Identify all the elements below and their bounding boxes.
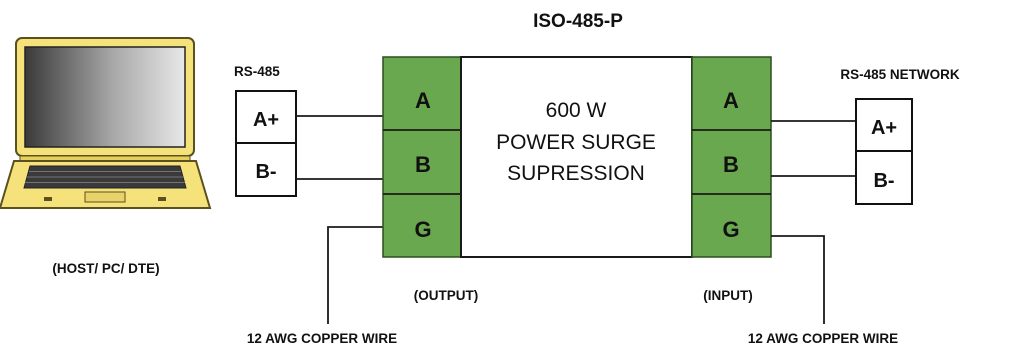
left-port-b: B bbox=[415, 152, 431, 177]
left-connector-label: RS-485 bbox=[234, 64, 280, 79]
left-port-a: A bbox=[415, 88, 431, 113]
left-terminal-a-plus: A+ bbox=[253, 109, 279, 131]
right-port-a: A bbox=[723, 88, 739, 113]
right-terminal-b-minus: B- bbox=[873, 170, 894, 192]
device-line-3: SUPRESSION bbox=[507, 162, 645, 185]
host-label: (HOST/ PC/ DTE) bbox=[52, 261, 159, 276]
input-side-label: (INPUT) bbox=[703, 288, 753, 303]
left-terminal-b-minus: B- bbox=[255, 161, 276, 183]
ground-wire-right-label: 12 AWG COPPER WIRE bbox=[748, 331, 898, 346]
device-line-2: POWER SURGE bbox=[496, 131, 656, 154]
left-terminal-strip bbox=[382, 56, 462, 258]
left-wires bbox=[296, 115, 383, 324]
right-port-g: G bbox=[722, 217, 739, 242]
right-wires bbox=[771, 120, 856, 324]
right-terminal-a-plus: A+ bbox=[871, 117, 897, 139]
right-port-b: B bbox=[723, 152, 739, 177]
output-side-label: (OUTPUT) bbox=[414, 288, 479, 303]
right-connector-label: RS-485 NETWORK bbox=[840, 67, 960, 82]
device-line-1: 600 W bbox=[546, 99, 607, 122]
surge-suppressor-box bbox=[460, 56, 693, 258]
left-port-g: G bbox=[414, 217, 431, 242]
left-connector-block bbox=[235, 90, 297, 197]
diagram-title: ISO-485-P bbox=[533, 11, 623, 32]
laptop-icon bbox=[0, 37, 212, 209]
right-connector-block bbox=[855, 98, 913, 205]
right-terminal-strip bbox=[691, 56, 772, 258]
ground-wire-left-label: 12 AWG COPPER WIRE bbox=[247, 331, 397, 346]
